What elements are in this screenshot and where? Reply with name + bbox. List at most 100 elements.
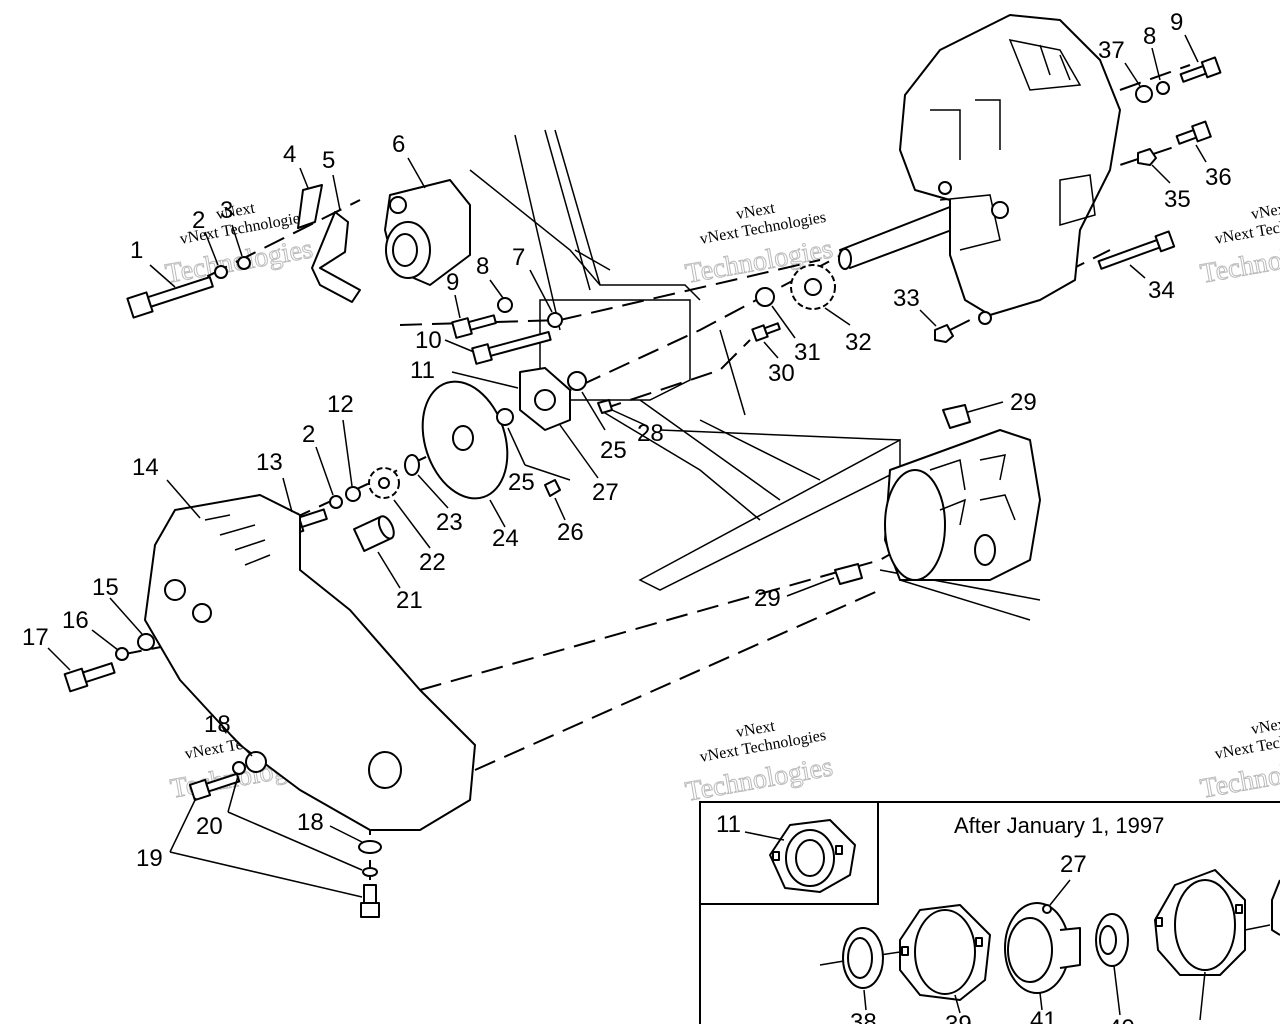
callout-25-left: 25 (508, 469, 535, 496)
leader-25-right (581, 391, 606, 431)
inset-box: After January 1, 1997 (699, 801, 1280, 1024)
leader-9-right (1184, 34, 1199, 63)
callout-11: 11 (410, 357, 435, 384)
callout-40: 40 (1108, 1015, 1135, 1024)
leader-19 (169, 797, 363, 898)
nut-7 (547, 312, 563, 328)
bolt-30 (751, 322, 781, 342)
clip-29-lower (834, 563, 863, 585)
callout-25-right: 25 (600, 437, 627, 464)
leader-13 (282, 477, 293, 513)
clip-29-upper (942, 404, 971, 429)
watermark-brand: vNext (215, 200, 257, 224)
washer-8-left (497, 297, 513, 313)
bolt-19-lower (360, 884, 380, 918)
inset-axis-right (1244, 924, 1271, 931)
washer-15 (137, 633, 155, 651)
leader-8-left (489, 279, 504, 299)
callout-19: 19 (136, 845, 163, 872)
callout-15: 15 (92, 574, 119, 601)
callout-41: 41 (1030, 1007, 1057, 1024)
callout-20: 20 (196, 813, 223, 840)
callout-21: 21 (396, 587, 423, 614)
callout-5: 5 (322, 147, 335, 174)
watermark-6: vNext vNext Technologies Technologies (1198, 715, 1280, 806)
leader-27 (559, 424, 599, 479)
guide-bolt-28 (599, 339, 751, 411)
leader-33 (919, 309, 937, 327)
callout-9: 9 (446, 269, 459, 296)
washer-2-upper (214, 265, 228, 279)
inset-bearing-40 (1095, 913, 1129, 967)
leader-9-left (454, 294, 461, 319)
guide-cover-rear (474, 589, 881, 771)
transmission-housing (899, 14, 1121, 325)
leader-3 (231, 224, 243, 257)
bolt-10 (471, 331, 552, 365)
watermark-5: vNext vNext Technologies Technologies (683, 718, 836, 809)
leader-20 (227, 775, 363, 871)
washer-23 (404, 454, 420, 476)
callout-36: 36 (1205, 164, 1232, 191)
callout-29-lower: 29 (754, 585, 781, 612)
callout-17: 17 (22, 624, 49, 651)
flange-bearing-11-bore (534, 389, 556, 411)
callout-26: 26 (557, 519, 584, 546)
leader-36 (1195, 144, 1207, 163)
leader-2-upper (204, 231, 219, 266)
callout-7: 7 (512, 244, 525, 271)
callout-38: 38 (850, 1009, 877, 1024)
leader-18-upper (231, 735, 253, 757)
nut-26 (544, 479, 561, 497)
callout-9-right: 9 (1170, 9, 1183, 36)
leader-17 (47, 647, 71, 671)
callout-27: 27 (592, 479, 619, 506)
leader-7 (529, 269, 553, 313)
leader-10 (444, 339, 475, 353)
bearing-housing-6 (384, 179, 471, 286)
washer-8-right (1156, 81, 1170, 95)
leader-26 (554, 497, 566, 521)
spacer-20 (232, 761, 246, 775)
nut-35 (1137, 148, 1157, 166)
bracket-5 (311, 211, 361, 303)
leader-inset-39-right (1199, 971, 1206, 1021)
leader-8-right (1151, 47, 1161, 81)
parts (63, 14, 1222, 918)
callout-18-lower: 18 (297, 809, 324, 836)
washer-18-upper (245, 751, 267, 773)
nut-33 (934, 324, 954, 343)
callout-4: 4 (283, 141, 296, 168)
callout-2: 2 (192, 207, 205, 234)
sprocket-32 (790, 264, 836, 310)
leader-32 (824, 307, 851, 326)
leader-16 (91, 629, 119, 651)
watermark-brand: vNext (1250, 715, 1280, 739)
callout-8: 8 (476, 253, 489, 280)
callout-24: 24 (492, 525, 519, 552)
washer-3 (237, 256, 251, 270)
callout-31: 31 (794, 339, 821, 366)
leader-2-lower (315, 446, 334, 496)
nut-28 (597, 399, 613, 414)
callout-33: 33 (893, 285, 920, 312)
leader-23 (417, 474, 449, 509)
watermark-1: vNext vNext Technologies Technologies (163, 200, 316, 291)
watermark-3: vNext vNext Technologies Technologies (1198, 200, 1280, 291)
washer-18-lower (358, 840, 382, 854)
callout-inset-27: 27 (1060, 851, 1087, 878)
callout-30: 30 (768, 360, 795, 387)
callout-6: 6 (392, 131, 405, 158)
bolt-36 (1175, 120, 1212, 145)
leader-inset-11 (744, 831, 785, 841)
inset-sub-frame (699, 801, 879, 905)
leader-30 (763, 341, 779, 359)
bolt-1 (126, 276, 214, 319)
bolt-9-right (1179, 56, 1222, 83)
inset-flange-bearing-11 (769, 819, 856, 893)
callout-39-left: 39 (945, 1011, 972, 1024)
leader-25-left (507, 427, 571, 481)
leader-29-upper (967, 401, 1004, 413)
callout-37: 37 (1098, 37, 1125, 64)
